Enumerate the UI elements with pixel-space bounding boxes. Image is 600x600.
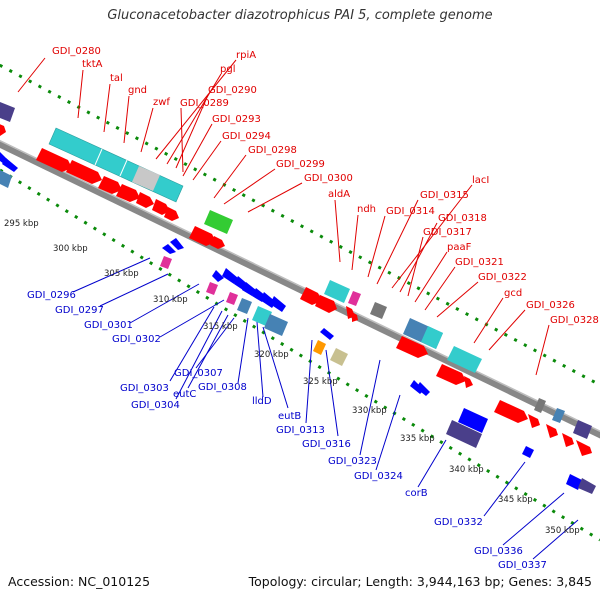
gene-label[interactable]: zwf (153, 97, 170, 108)
kbp-label: 310 kbp (153, 295, 188, 305)
top-outer-features (0, 102, 592, 439)
gene-label[interactable]: GDI_0304 (131, 400, 180, 411)
ruler-top (0, 63, 600, 387)
gene-label[interactable]: gnd (128, 85, 147, 96)
gene-label[interactable]: lacI (472, 175, 489, 186)
kbp-label: 325 kbp (303, 377, 338, 387)
top-outer-arrows (0, 124, 592, 456)
kbp-label: 345 kbp (498, 495, 533, 505)
gene-label[interactable]: GDI_0336 (474, 546, 523, 557)
gene-label[interactable]: GDI_0328 (550, 315, 599, 326)
map-title: Gluconacetobacter diazotrophicus PAI 5, … (107, 8, 493, 23)
genome-backbone (0, 141, 600, 439)
gene-label[interactable]: GDI_0324 (354, 471, 403, 482)
kbp-label: 335 kbp (400, 434, 435, 444)
gene-label[interactable]: GDI_0296 (27, 290, 76, 301)
gene-label[interactable]: paaF (447, 242, 472, 253)
gene-label[interactable]: GDI_0314 (386, 206, 435, 217)
gene-label[interactable]: GDI_0298 (248, 145, 297, 156)
gene-label[interactable]: ndh (357, 204, 376, 215)
kbp-label: 350 kbp (545, 526, 580, 536)
gene-label[interactable]: GDI_0299 (276, 159, 325, 170)
kbp-label: 300 kbp (53, 244, 88, 254)
bottom-gene-labels: GDI_0296 GDI_0297 GDI_0301 GDI_0302 GDI_… (27, 290, 547, 571)
gene-label[interactable]: GDI_0301 (84, 320, 133, 331)
ruler-bottom (0, 168, 600, 542)
gene-label[interactable]: corB (405, 488, 428, 499)
gene-label[interactable]: eutB (278, 411, 301, 422)
gene-label[interactable]: GDI_0293 (212, 114, 261, 125)
gene-label[interactable]: rpiA (236, 50, 256, 61)
gene-label[interactable]: GDI_0316 (302, 439, 351, 450)
gene-label[interactable]: aldA (328, 189, 350, 200)
gene-label[interactable]: GDI_0321 (455, 257, 504, 268)
gene-label[interactable]: eutC (173, 389, 196, 400)
gene-label[interactable]: GDI_0307 (174, 368, 223, 379)
kbp-label: 305 kbp (104, 269, 139, 279)
gene-label[interactable]: GDI_0289 (180, 98, 229, 109)
gene-label[interactable]: tktA (82, 59, 103, 70)
gene-label[interactable]: GDI_0313 (276, 425, 325, 436)
kbp-label: 315 kbp (203, 322, 238, 332)
bottom-inner-features (0, 152, 596, 494)
gene-label[interactable]: GDI_0303 (120, 383, 169, 394)
gene-label[interactable]: GDI_0297 (55, 305, 104, 316)
gene-label[interactable]: GDI_0302 (112, 334, 161, 345)
gene-label[interactable]: GDI_0315 (420, 190, 469, 201)
gene-label[interactable]: GDI_0280 (52, 46, 101, 57)
gene-label[interactable]: GDI_0323 (328, 456, 377, 467)
kbp-label: 295 kbp (4, 219, 39, 229)
gene-label[interactable]: GDI_0332 (434, 517, 483, 528)
gene-label[interactable]: pgl (220, 64, 235, 75)
gene-label[interactable]: GDI_0326 (526, 300, 575, 311)
gene-label[interactable]: tal (110, 73, 123, 84)
accession-label: Accession: NC_010125 (8, 574, 151, 589)
gene-label[interactable]: GDI_0294 (222, 131, 271, 142)
top-leader-lines (17, 57, 550, 376)
kbp-label: 330 kbp (352, 406, 387, 416)
gene-label[interactable]: GDI_0318 (438, 213, 487, 224)
bottom-leader-lines (72, 257, 579, 560)
gene-label[interactable]: GDI_0290 (208, 85, 257, 96)
gene-label[interactable]: GDI_0300 (304, 173, 353, 184)
gene-label[interactable]: GDI_0337 (498, 560, 547, 571)
gene-label[interactable]: GDI_0317 (423, 227, 472, 238)
gene-label[interactable]: lldD (252, 396, 272, 407)
kbp-label: 320 kbp (254, 350, 289, 360)
gene-label[interactable]: gcd (504, 288, 522, 299)
topology-label: Topology: circular; Length: 3,944,163 bp… (248, 574, 592, 589)
kbp-tick-labels: 295 kbp 300 kbp 305 kbp 310 kbp 315 kbp … (4, 219, 580, 536)
top-gene-labels: GDI_0280 tktA tal gnd zwf pgl rpiA GDI_0… (52, 46, 599, 326)
kbp-label: 340 kbp (449, 465, 484, 475)
gene-label[interactable]: GDI_0322 (478, 272, 527, 283)
gene-label[interactable]: GDI_0308 (198, 382, 247, 393)
